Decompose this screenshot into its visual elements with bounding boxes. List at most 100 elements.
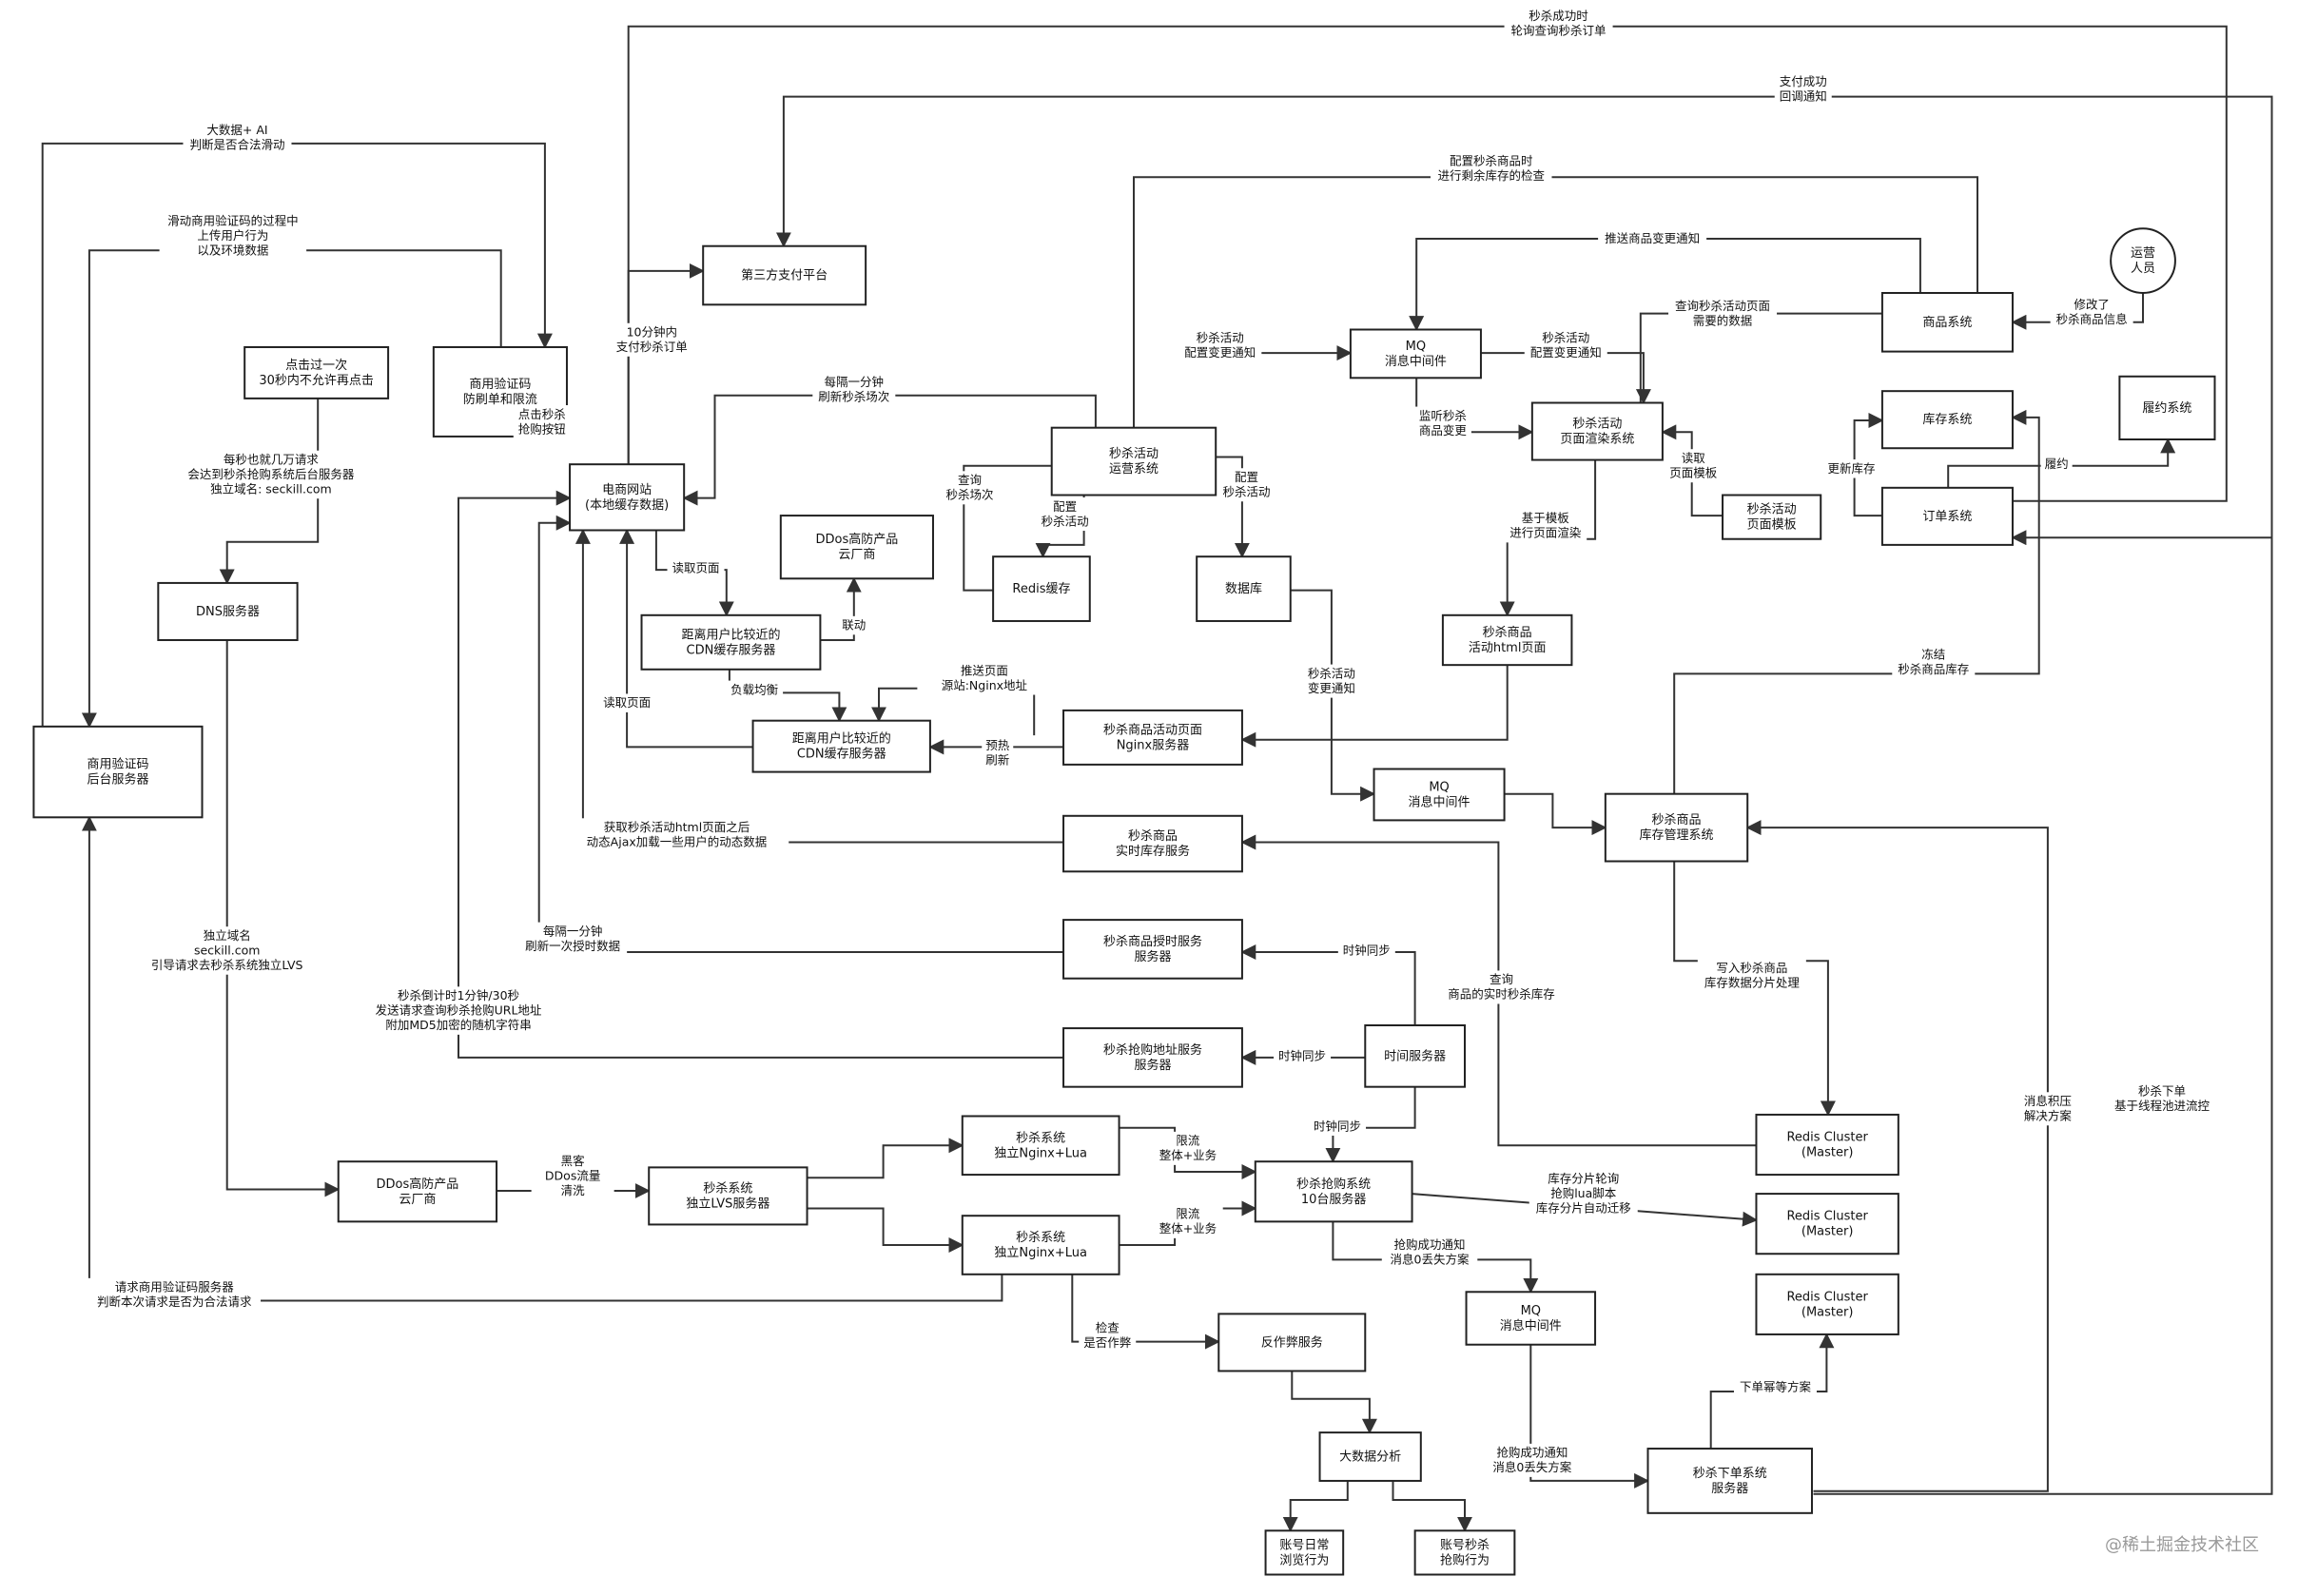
node-anti-fraud[interactable]: 反作弊服务	[1217, 1313, 1367, 1372]
label-text-line: 支付秒杀订单	[616, 340, 688, 354]
node-third-pay[interactable]: 第三方支付平台	[702, 244, 867, 306]
node-inventory-system[interactable]: 库存系统	[1880, 390, 2014, 450]
node-database[interactable]: 数据库	[1196, 555, 1292, 622]
node-ecommerce-site[interactable]: 电商网站(本地缓存数据)	[569, 463, 686, 532]
label-text-line: 刷新	[985, 752, 1009, 767]
node-stock-mgmt[interactable]: 秒杀商品库存管理系统	[1604, 792, 1749, 863]
node-label-line: 点击过一次	[285, 357, 347, 372]
node-order-service[interactable]: 秒杀下单系统服务器	[1646, 1448, 1813, 1514]
node-redis-3[interactable]: Redis Cluster(Master)	[1755, 1273, 1899, 1335]
node-nginx-lua-1[interactable]: 秒杀系统独立Nginx+Lua	[961, 1115, 1120, 1177]
node-box	[1413, 1529, 1516, 1576]
node-product-system[interactable]: 商品系统	[1880, 292, 2014, 353]
node-label: 商用验证码防刷单和限流	[463, 376, 537, 406]
label-text: 监听秒杀商品变更	[1419, 408, 1468, 438]
node-label-line: 独立LVS服务器	[686, 1196, 769, 1211]
node-box	[779, 515, 934, 580]
label-text-line: 秒杀活动	[1042, 514, 1089, 528]
label-text: 库存分片轮询抢购lua脚本库存分片自动迁移	[1536, 1171, 1631, 1215]
edge-label-captcha-verify: 请求商用验证码服务器判断本次请求是否为合法请求	[88, 1277, 262, 1312]
label-bg	[1524, 328, 1607, 362]
node-countdown-svc[interactable]: 秒杀商品授时服务服务器	[1062, 919, 1243, 980]
node-redis-2[interactable]: Redis Cluster(Master)	[1755, 1193, 1899, 1255]
node-fulfill-system[interactable]: 履约系统	[2118, 375, 2216, 440]
node-label-line: 活动html页面	[1469, 640, 1547, 654]
node-big-data[interactable]: 大数据分析	[1318, 1431, 1422, 1482]
node-label: 账号日常浏览行为	[1279, 1538, 1329, 1567]
node-time-server[interactable]: 时间服务器	[1364, 1024, 1467, 1088]
label-bg	[1153, 1204, 1223, 1238]
label-text-line: 引导请求去秒杀系统独立LVS	[151, 957, 303, 971]
edge-label-refresh-session: 每隔一分钟刷新秒杀场次	[812, 373, 896, 407]
node-grab-behavior[interactable]: 账号秒杀抢购行为	[1413, 1529, 1516, 1576]
node-box	[32, 725, 204, 819]
node-label: 秒杀系统独立Nginx+Lua	[994, 1131, 1087, 1160]
node-order-system[interactable]: 订单系统	[1880, 486, 2014, 546]
node-seckill-ops[interactable]: 秒杀活动运营系统	[1050, 426, 1217, 496]
label-text-line: 推送商品变更通知	[1605, 231, 1700, 245]
node-captcha-server[interactable]: 商用验证码后台服务器	[32, 725, 204, 819]
node-label-line: 秒杀活动	[1109, 447, 1159, 461]
label-text: 消息积压解决方案	[2024, 1094, 2073, 1123]
node-label-line: 消息中间件	[1409, 794, 1470, 809]
node-browse-behavior[interactable]: 账号日常浏览行为	[1264, 1529, 1345, 1576]
node-ddos-low[interactable]: DDos高防产品云厂商	[337, 1160, 498, 1223]
label-text-line: 整体+业务	[1159, 1148, 1217, 1162]
node-operator[interactable]: 运营人员	[2110, 227, 2176, 294]
label-text-line: 限流	[1176, 1206, 1200, 1220]
edge-label-query-page-data: 查询秒杀活动页面需要的数据	[1668, 297, 1778, 331]
node-addr-svc[interactable]: 秒杀抢购地址服务服务器	[1062, 1027, 1243, 1088]
node-dns-server[interactable]: DNS服务器	[157, 581, 299, 641]
label-text-line: 查询	[1490, 972, 1513, 986]
label-text-line: 秒杀活动	[1542, 330, 1589, 344]
label-bg	[1178, 328, 1262, 362]
edge-connector	[1291, 1371, 1377, 1434]
node-circle	[2110, 227, 2176, 294]
node-realtime-stock[interactable]: 秒杀商品实时库存服务	[1062, 814, 1243, 873]
node-redis-1[interactable]: Redis Cluster(Master)	[1755, 1113, 1899, 1177]
node-label: DDos高防产品云厂商	[377, 1176, 459, 1206]
node-html-page[interactable]: 秒杀商品活动html页面	[1441, 613, 1573, 667]
node-lvs[interactable]: 秒杀系统独立LVS服务器	[648, 1166, 808, 1226]
node-label-line: 10台服务器	[1301, 1191, 1367, 1206]
label-bg	[1381, 1236, 1478, 1270]
label-text: 冻结秒杀商品库存	[1898, 647, 1969, 676]
label-bg	[1079, 1318, 1137, 1353]
label-text-line: 独立域名	[204, 927, 251, 942]
label-text-line: 配置	[1235, 469, 1258, 483]
node-label: 秒杀系统独立Nginx+Lua	[994, 1231, 1087, 1260]
node-page-template[interactable]: 秒杀活动页面模板	[1722, 494, 1822, 540]
node-label-line: 秒杀活动	[1572, 417, 1622, 431]
node-box	[1755, 1273, 1899, 1335]
node-redis-cache[interactable]: Redis缓存	[992, 555, 1091, 622]
node-captcha-limit[interactable]: 商用验证码防刷单和限流	[432, 345, 568, 438]
node-ddos-cdn[interactable]: DDos高防产品云厂商	[779, 515, 934, 580]
node-label-line: 秒杀商品	[1652, 813, 1702, 827]
label-bg	[183, 121, 292, 155]
node-box	[1604, 792, 1749, 863]
label-bg	[1430, 151, 1552, 185]
node-render-system[interactable]: 秒杀活动页面渲染系统	[1530, 401, 1664, 461]
edge-label-read-page-1: 读取页面	[667, 558, 725, 578]
edge-label-config-check: 配置秒杀商品时进行剩余库存的检查	[1430, 151, 1552, 185]
node-nginx-lua-2[interactable]: 秒杀系统独立Nginx+Lua	[961, 1215, 1120, 1275]
edge-label-dns-traffic: 每秒也就几万请求会达到秒杀抢购系统后台服务器独立域名: seckill.com	[159, 450, 383, 499]
edge-label-grab-success-2: 抢购成功通知消息0丢失方案	[1484, 1443, 1581, 1477]
edge-label-read-template: 读取页面模板	[1665, 449, 1723, 483]
label-text-line: 滑动商用验证码的过程中	[167, 213, 299, 227]
node-label: 秒杀活动页面渲染系统	[1560, 417, 1634, 446]
label-text: 修改了秒杀商品信息	[2056, 297, 2128, 326]
edge-label-preheat: 预热刷新	[982, 736, 1014, 770]
